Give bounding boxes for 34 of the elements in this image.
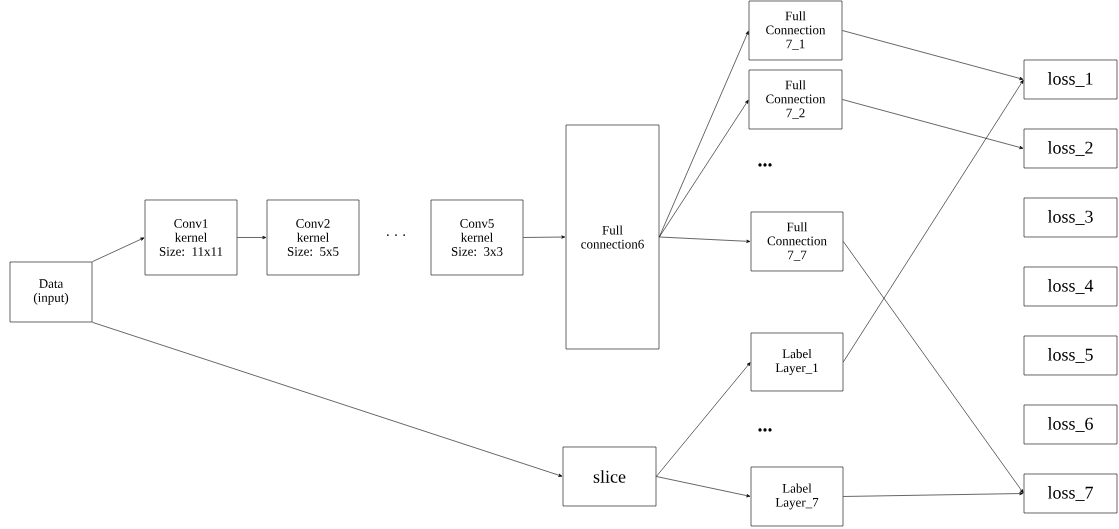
arrow bbox=[843, 241, 1024, 494]
layer-box: Full Connection 7_7 bbox=[750, 211, 844, 272]
arrow bbox=[656, 476, 751, 498]
ellipsis: · · · bbox=[387, 234, 405, 236]
loss-box: loss_3 bbox=[1023, 197, 1118, 238]
layer-box: Conv2 kernel Size: 5x5 bbox=[266, 199, 360, 276]
arrow bbox=[659, 236, 751, 243]
arrow bbox=[843, 79, 1024, 363]
arrow bbox=[92, 237, 145, 262]
ellipsis: ... bbox=[758, 163, 772, 167]
arrow bbox=[92, 322, 563, 477]
arrow bbox=[523, 235, 566, 239]
layer-box: Label Layer_7 bbox=[750, 466, 844, 527]
layer-box: Conv5 kernel Size: 3x3 bbox=[430, 199, 524, 276]
layer-box: Full connection6 bbox=[565, 124, 660, 350]
layer-box: Full Connection 7_2 bbox=[748, 69, 843, 130]
layer-box: Full Connection 7_1 bbox=[748, 0, 843, 61]
loss-box: loss_7 bbox=[1023, 473, 1118, 514]
arrow bbox=[842, 99, 1024, 149]
arrow bbox=[842, 30, 1024, 80]
loss-box: loss_1 bbox=[1023, 59, 1118, 100]
layer-box: Data (input) bbox=[9, 261, 93, 323]
loss-box: loss_2 bbox=[1023, 128, 1118, 169]
arrow bbox=[237, 235, 267, 240]
loss-box: loss_6 bbox=[1023, 404, 1118, 445]
layer-box: slice bbox=[562, 446, 657, 507]
arrow bbox=[656, 362, 751, 477]
arrow bbox=[843, 491, 1024, 497]
layer-box: Conv1 kernel Size: 11x11 bbox=[144, 199, 238, 276]
loss-box: loss_4 bbox=[1023, 266, 1118, 307]
loss-box: loss_5 bbox=[1023, 335, 1118, 376]
ellipsis: ... bbox=[758, 428, 772, 432]
arrow bbox=[659, 99, 749, 238]
layer-box: Label Layer_1 bbox=[750, 332, 844, 392]
